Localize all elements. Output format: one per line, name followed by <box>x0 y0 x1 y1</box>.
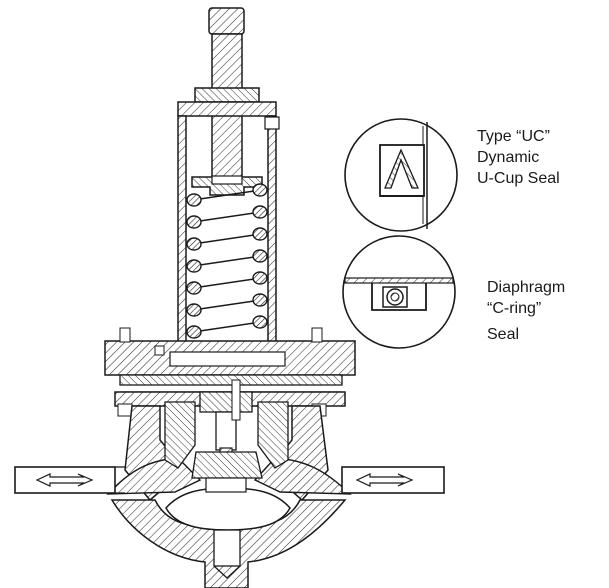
uc-seal-callout-line2: Dynamic <box>477 149 540 166</box>
c-ring-callout-line1: Diaphragm <box>487 279 566 296</box>
uc-seal-callout-line1: Type “UC” <box>477 128 550 145</box>
inlet-flow-arrow <box>35 473 94 487</box>
range-spring <box>186 183 268 339</box>
uc-seal-callout: Type “UC” Dynamic U-Cup Seal <box>477 126 560 189</box>
uc-seal-callout-line3: U-Cup Seal <box>477 170 560 187</box>
c-ring-callout-line3: Seal <box>487 326 520 343</box>
lock-nut <box>194 87 260 103</box>
c-ring-seal-detail <box>342 235 456 349</box>
c-ring-seal-callout: Diaphragm “C-ring” Seal <box>487 277 565 345</box>
outlet-flow-arrow <box>355 473 414 487</box>
uc-seal-detail <box>344 118 458 232</box>
spring-button <box>191 175 263 196</box>
valve-trim <box>164 379 289 493</box>
c-ring-callout-line2: “C-ring” <box>487 300 542 317</box>
